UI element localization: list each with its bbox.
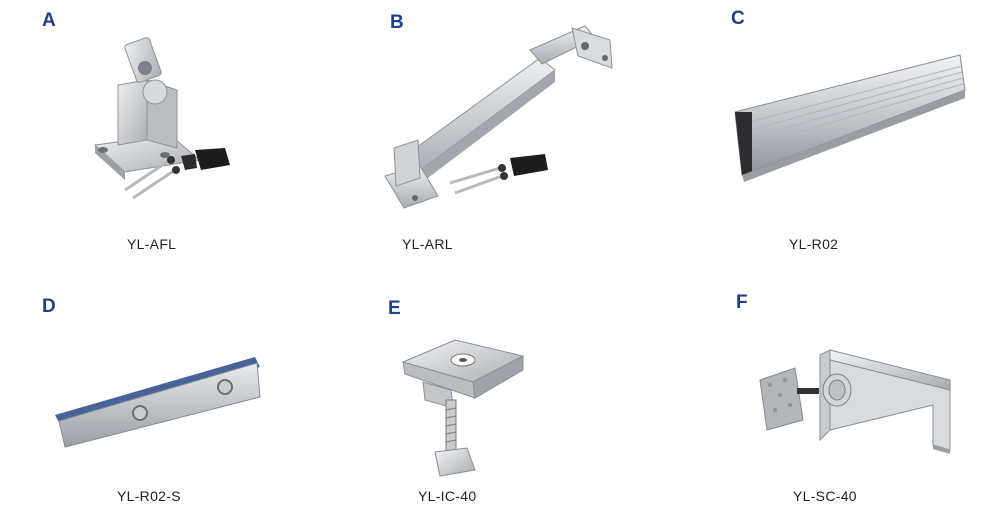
product-f-code: YL-SC-40 (793, 488, 857, 504)
product-e-code: YL-IC-40 (418, 488, 477, 504)
aluminium-rail-image (734, 54, 966, 182)
adjustable-front-leg-bracket-image (93, 37, 230, 200)
end-clamp-image (759, 349, 951, 454)
product-e-letter: E (388, 298, 401, 319)
product-d-code: YL-R02-S (117, 488, 181, 504)
product-b-code: YL-ARL (402, 236, 453, 252)
product-f-letter: F (736, 292, 748, 313)
inter-clamp-image (401, 339, 525, 477)
product-d-letter: D (42, 296, 56, 317)
rail-splice-image (55, 357, 261, 448)
product-c-code: YL-R02 (789, 236, 839, 252)
product-a-letter: A (42, 10, 56, 31)
product-b-letter: B (390, 12, 404, 33)
product-c-letter: C (731, 8, 745, 29)
product-a-code: YL-AFL (127, 236, 177, 252)
adjustable-rear-leg-image (384, 25, 613, 209)
